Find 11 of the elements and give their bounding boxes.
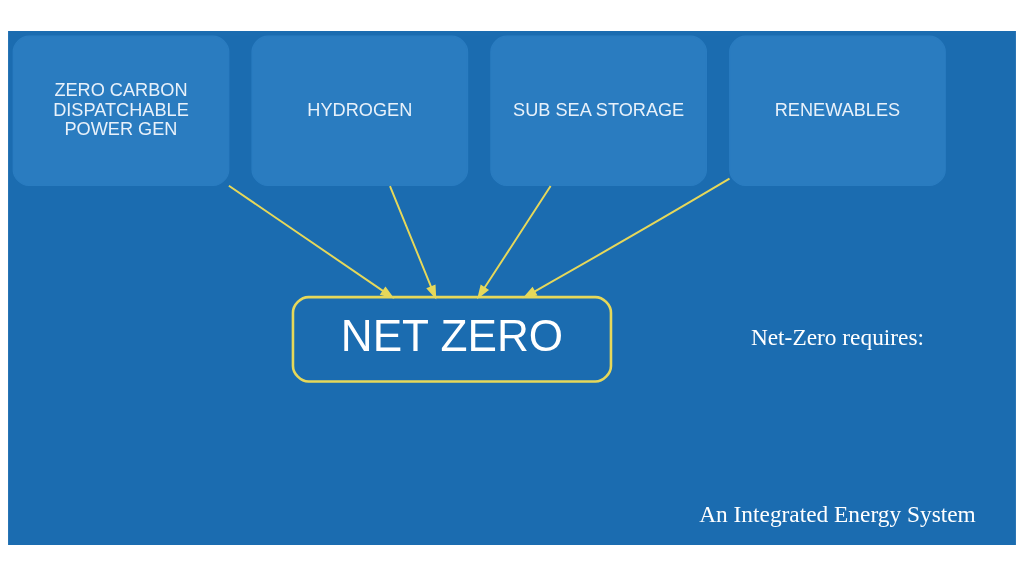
arrow bbox=[522, 177, 731, 299]
arrow bbox=[477, 185, 552, 300]
node-box: NET ZERO bbox=[291, 295, 613, 383]
node-box: SUB SEA STORAGE bbox=[490, 35, 707, 187]
node-box: HYDROGEN bbox=[251, 35, 469, 187]
node-box: RENEWABLES bbox=[729, 35, 946, 187]
node-box: ZERO CARBON DISPATCHABLE POWER GEN bbox=[12, 35, 230, 187]
label: Net-Zero requires: bbox=[750, 323, 925, 350]
arrow bbox=[227, 184, 395, 299]
arrow bbox=[389, 185, 437, 300]
label: An Integrated Energy System bbox=[699, 501, 976, 528]
